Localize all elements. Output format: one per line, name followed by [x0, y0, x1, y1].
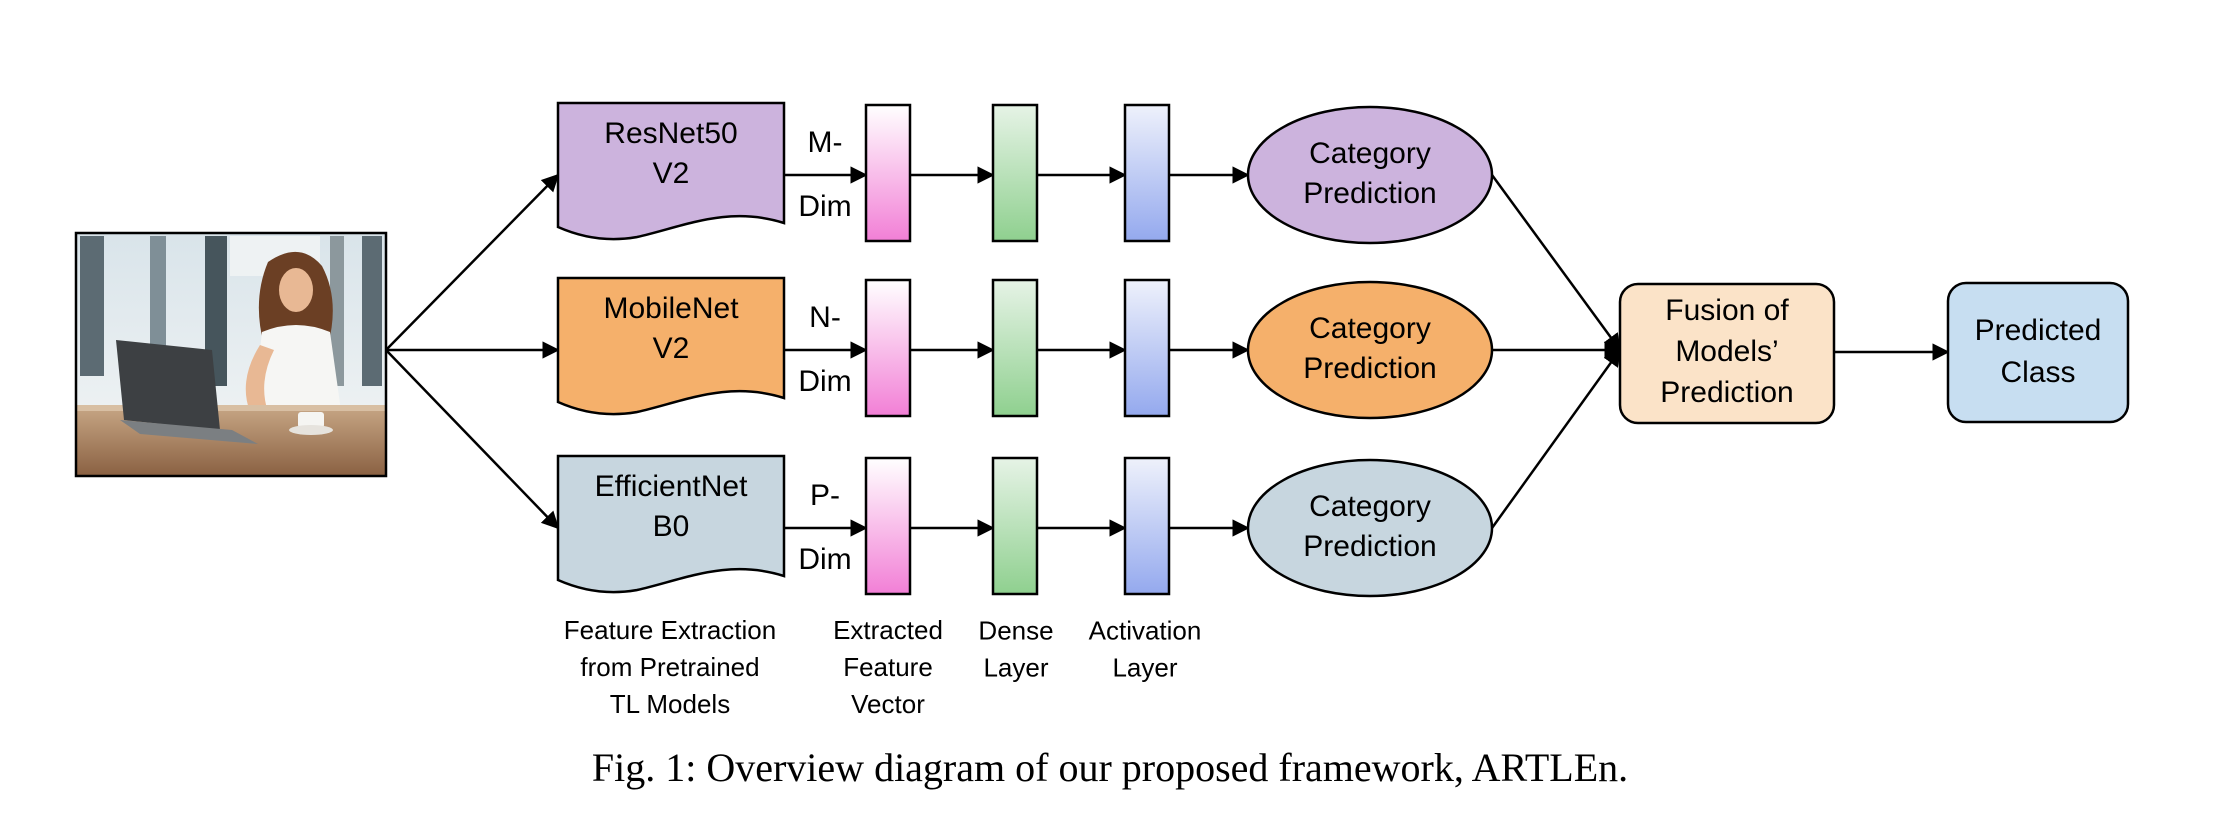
dim-label-1-line: Dim: [798, 365, 851, 398]
category-prediction-1: [1246, 280, 1494, 420]
category-prediction-0: [1246, 105, 1494, 245]
fusion-label-line: Prediction: [1660, 376, 1793, 409]
dim-label-2-line: P-: [810, 479, 840, 512]
dense-layer-0: [991, 103, 1039, 243]
caption-extracted-vector-line: Vector: [851, 689, 925, 719]
fusion-label: Fusion of Models’ Prediction: [1660, 294, 1793, 409]
figure-caption: Fig. 1: Overview diagram of our proposed…: [592, 745, 1628, 790]
feature-vector-0: [864, 103, 912, 243]
caption-feature-extraction: Feature Extraction from Pretrained TL Mode…: [564, 615, 776, 719]
arrow-input-to-2: [385, 349, 560, 530]
caption-dense-layer-line: Layer: [983, 652, 1048, 682]
caption-dense-layer-line: Dense: [978, 615, 1053, 645]
category-prediction-label-1-line: Category: [1309, 312, 1431, 345]
activation-layer-0: [1123, 103, 1171, 243]
predicted-class-label-line: Class: [2000, 356, 2075, 389]
arrow-input-to-0: [385, 173, 560, 351]
fusion-box: [1618, 282, 1836, 425]
activation-layer-2: [1123, 456, 1171, 596]
arrow-prediction-to-fusion-0: [1490, 174, 1622, 352]
model-name-1-line: MobileNet: [603, 292, 739, 325]
model-name-0-line: V2: [653, 157, 690, 190]
dim-label-0-line: Dim: [798, 190, 851, 223]
category-prediction-label-0-line: Category: [1309, 137, 1431, 170]
caption-activation-layer-line: Activation: [1089, 615, 1202, 645]
dense-layer-1: [991, 278, 1039, 418]
arrow-prediction-to-fusion-2: [1490, 348, 1622, 529]
caption-activation-layer-line: Layer: [1112, 652, 1177, 682]
predicted-class-label-line: Predicted: [1975, 314, 2102, 347]
activation-layer-1: [1123, 278, 1171, 418]
dim-label-2-line: Dim: [798, 543, 851, 576]
model-box-2: [556, 454, 786, 594]
caption-extracted-vector-line: Extracted: [833, 615, 943, 645]
model-box-0: [556, 101, 786, 241]
fusion-label-line: Fusion of: [1665, 294, 1789, 327]
dense-layer-2: [991, 456, 1039, 596]
model-box-1: [556, 276, 786, 416]
category-prediction-label-1-line: Prediction: [1303, 352, 1436, 385]
model-name-1-line: V2: [653, 332, 690, 365]
model-name-0-line: ResNet50: [604, 117, 737, 150]
category-prediction-2: [1246, 458, 1494, 598]
category-prediction-label-0-line: Prediction: [1303, 177, 1436, 210]
edges: [385, 166, 1950, 537]
column-captions: Feature Extraction from Pretrained TL Mode…: [564, 615, 1202, 719]
feature-vector-2: [864, 456, 912, 596]
fusion-label-line: Models’: [1675, 335, 1778, 368]
feature-vector-1: [864, 278, 912, 418]
nodes: ResNet50V2M-DimCategoryPredictionMobileN…: [556, 101, 2130, 598]
input-image: [74, 231, 388, 478]
caption-feature-extraction-line: TL Models: [610, 689, 730, 719]
predicted-class-box: [1946, 281, 2130, 424]
caption-feature-extraction-line: from Pretrained: [580, 652, 759, 682]
dim-label-0-line: M-: [808, 126, 843, 159]
dim-label-1-line: N-: [809, 301, 841, 334]
caption-feature-extraction-line: Feature Extraction: [564, 615, 776, 645]
caption-extracted-vector-line: Feature: [843, 652, 933, 682]
model-name-2-line: B0: [653, 510, 690, 543]
category-prediction-label-2-line: Category: [1309, 490, 1431, 523]
dim-label-2: P- Dim: [798, 479, 851, 576]
dim-label-1: N- Dim: [798, 301, 851, 398]
category-prediction-label-2-line: Prediction: [1303, 530, 1436, 563]
dim-label-0: M- Dim: [798, 126, 851, 223]
model-name-2-line: EfficientNet: [595, 470, 749, 503]
